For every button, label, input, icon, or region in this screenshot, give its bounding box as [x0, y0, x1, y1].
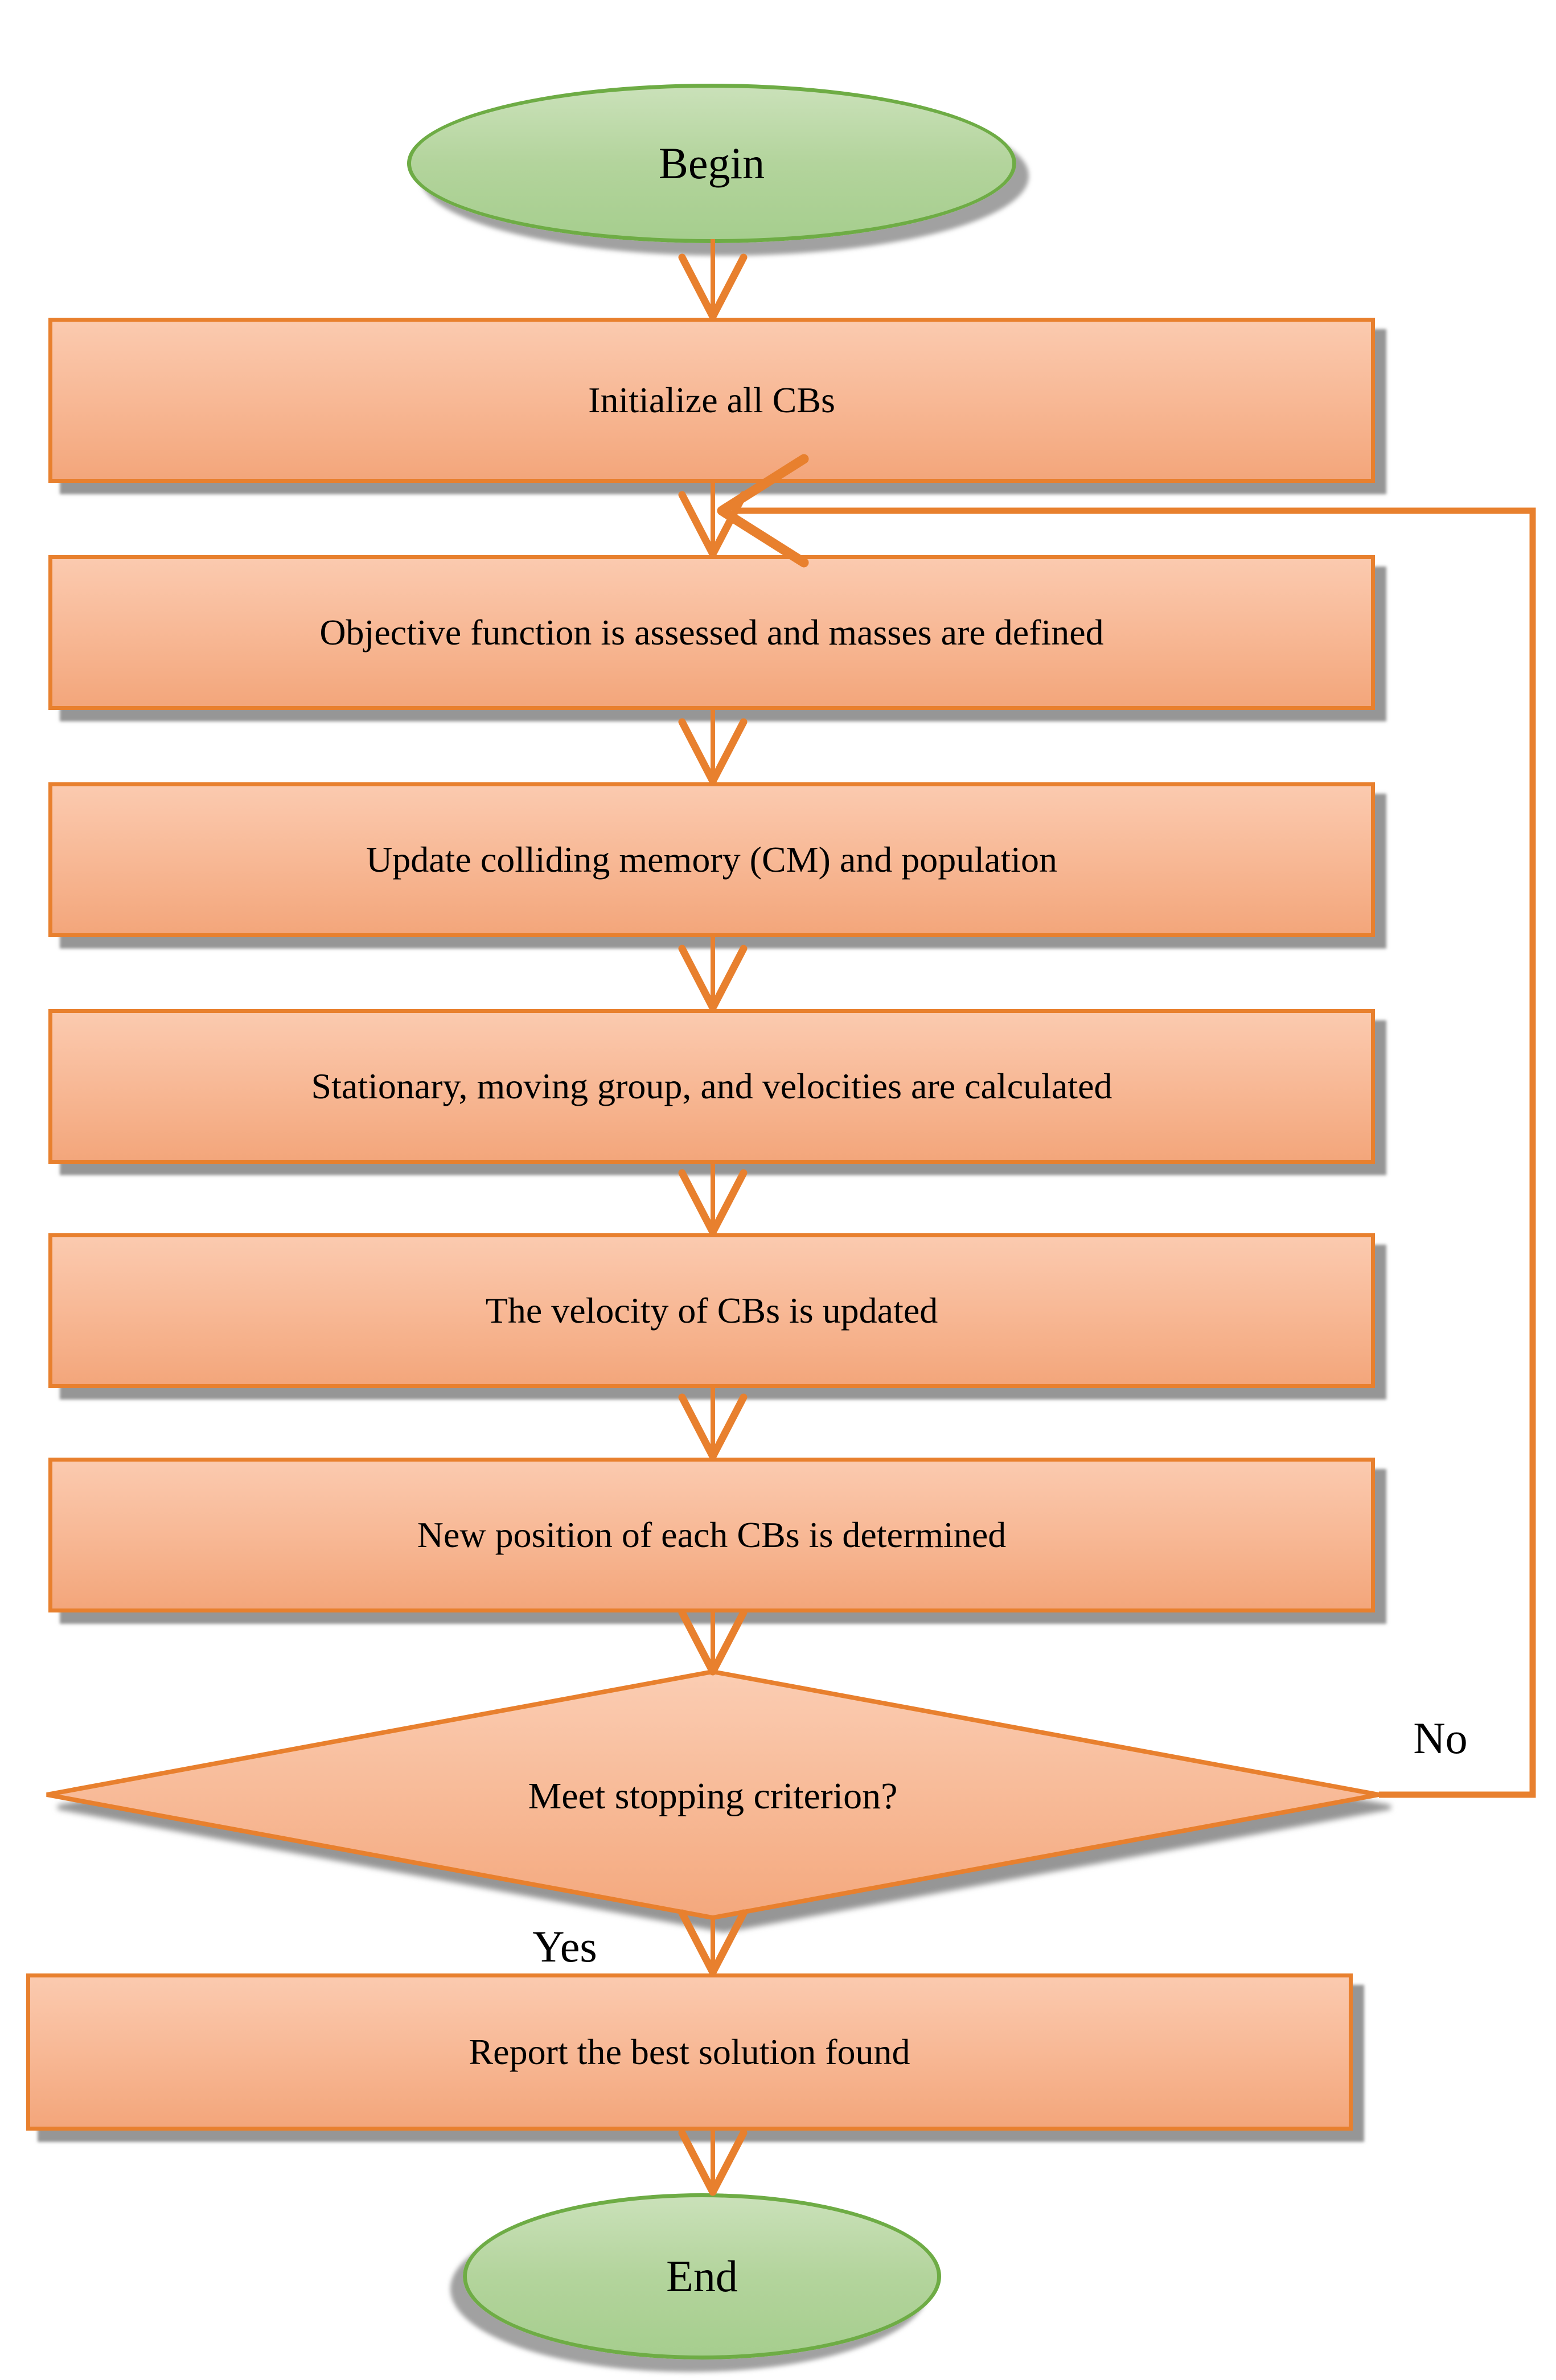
process-initialize-cbs-label: Initialize all CBs — [588, 380, 835, 420]
process-new-position-label: New position of each CBs is determined — [417, 1515, 1007, 1555]
begin-terminator: Begin — [407, 84, 1016, 243]
process-groups-velocities: Stationary, moving group, and velocities… — [48, 1009, 1375, 1164]
process-groups-velocities-label: Stationary, moving group, and velocities… — [311, 1066, 1112, 1106]
end-terminator: End — [463, 2193, 941, 2360]
edge-label-no: No — [1413, 1713, 1468, 1763]
decision-stopping-criterion: Meet stopping criterion? — [274, 1714, 1151, 1879]
process-objective-function-label: Objective function is assessed and masse… — [319, 612, 1104, 653]
decision-stopping-criterion-label: Meet stopping criterion? — [528, 1775, 898, 1817]
process-objective-function: Objective function is assessed and masse… — [48, 555, 1375, 710]
process-report-best-solution: Report the best solution found — [26, 1973, 1353, 2131]
process-velocity-updated-label: The velocity of CBs is updated — [485, 1290, 938, 1331]
begin-label: Begin — [658, 138, 765, 188]
edge-label-yes: Yes — [532, 1922, 597, 1971]
process-update-colliding-memory: Update colliding memory (CM) and populat… — [48, 782, 1375, 937]
process-velocity-updated: The velocity of CBs is updated — [48, 1233, 1375, 1388]
process-initialize-cbs: Initialize all CBs — [48, 318, 1375, 483]
process-update-colliding-memory-label: Update colliding memory (CM) and populat… — [366, 839, 1057, 880]
process-new-position: New position of each CBs is determined — [48, 1458, 1375, 1612]
end-label: End — [666, 2251, 738, 2301]
process-report-best-solution-label: Report the best solution found — [469, 2032, 910, 2072]
